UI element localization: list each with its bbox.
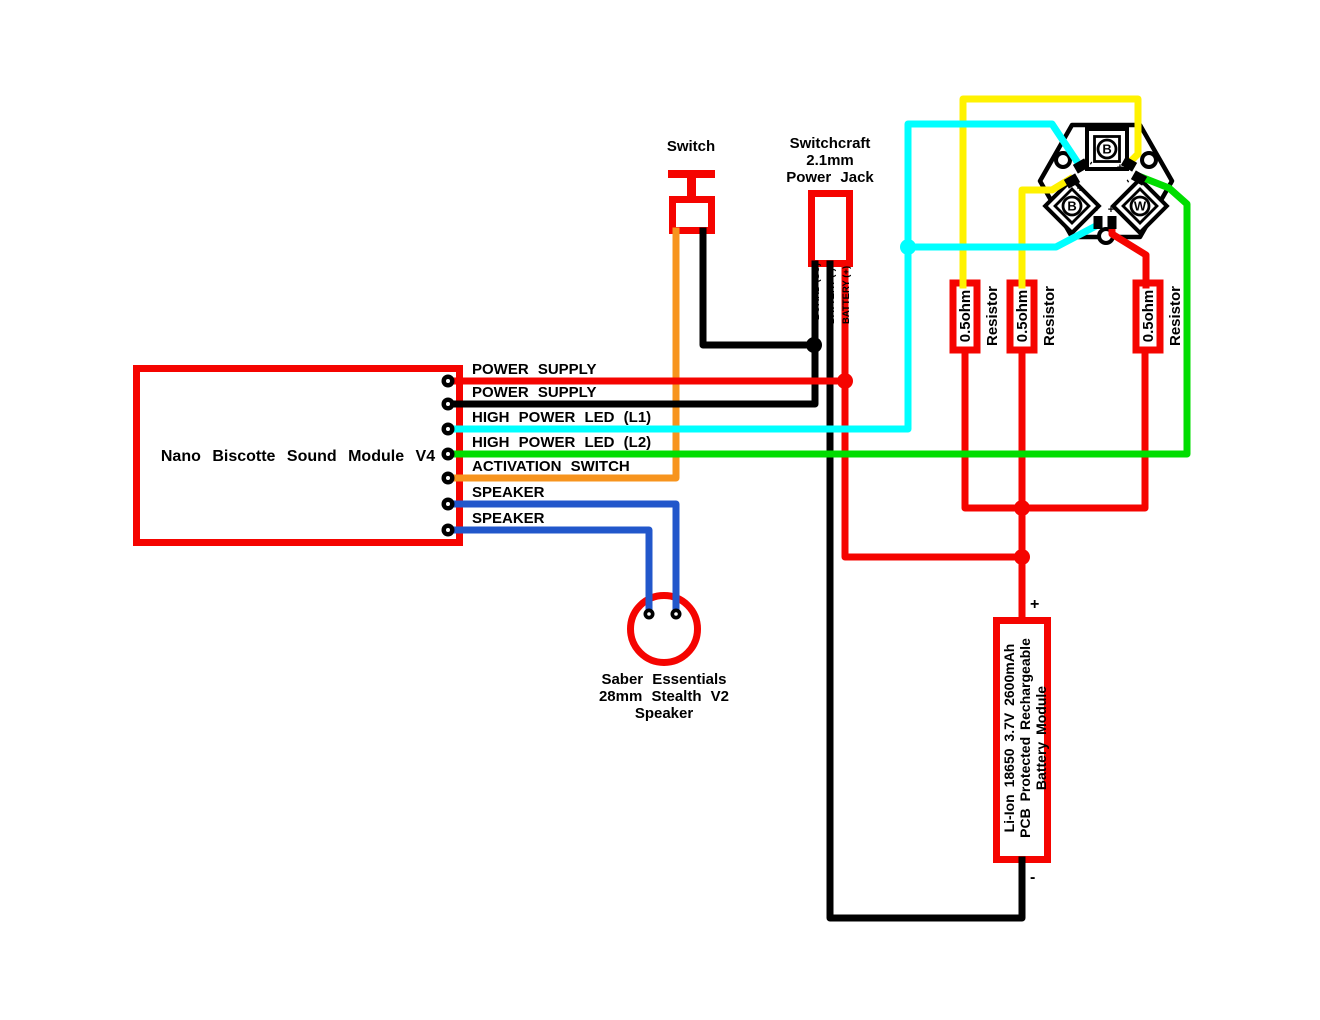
pin-label-speaker-2: SPEAKER [472,510,545,527]
wire-led-positive-yellow-2 [1018,174,1075,289]
jack-pin-board-sc: BOARD (SC) [811,263,822,320]
sound-module-pins [441,374,455,537]
speaker-body [627,592,701,666]
module-pin [441,523,455,537]
switch-button-stem [687,176,696,198]
pad-bottom-right [1107,216,1117,229]
module-pin [441,397,455,411]
led-bottom-left-letter: B [1067,199,1076,214]
sound-module-box [133,365,463,546]
battery-minus-mark: - [1030,869,1035,886]
pad-left-lower [1063,173,1081,189]
wire-led-l1-cyan [447,120,1083,433]
resistor-labels: 0.5ohm Resistor 0.5ohm Resistor 0.5ohm R… [957,286,1184,346]
led-bottom-left-blue: B [1042,176,1102,236]
pad-bottom-left [1093,216,1103,229]
led-bottom-right-white: W [1110,176,1170,236]
mark-left-upper-minus: - [1085,158,1097,167]
wire-led-l2-green [447,172,1191,458]
mark-bottom-right-plus: + [1108,204,1114,216]
led-bottom-right-letter: W [1134,199,1147,214]
led-star-pads: - + + - - + [1063,156,1148,229]
junction-battery-positive [1014,549,1030,565]
speaker-label-line2: 28mm Stealth V2 [599,688,729,705]
speaker-pin [670,608,682,620]
mark-left-lower-plus: + [1077,183,1083,195]
battery-label-line3: Battery Module [1033,686,1049,790]
resistor-2-label: Resistor [1041,286,1058,346]
resistor-3-label: Resistor [1167,286,1184,346]
module-pin [441,471,455,485]
resistor-3-value: 0.5ohm [1140,290,1157,343]
battery-labels: Li-Ion 18650 3.7V 2600mAh PCB Protected … [1001,596,1049,886]
wire-speaker-blue-2 [447,526,653,615]
mark-bottom-left-minus: - [1094,204,1098,216]
module-pin [441,422,455,436]
power-jack-body [808,190,853,267]
wire-speaker-blue-1 [447,500,680,615]
pin-label-activation-switch: ACTIVATION SWITCH [472,458,630,475]
wire-led-positive-yellow-1 [959,95,1142,289]
mark-right-lower-minus: - [1122,176,1134,185]
pad-right-lower [1130,170,1148,186]
pad-right-upper [1120,156,1138,172]
wire-activation-switch-orange [447,227,680,482]
speaker-labels: Saber Essentials 28mm Stealth V2 Speaker [599,671,729,722]
jack-pin-battery-neg: BATTERY (-) [826,268,837,324]
battery-plus-mark: + [1030,596,1039,613]
wire-battery-positive-red [841,260,1026,561]
junction-switch-board [806,337,822,353]
power-jack: Switchcraft 2.1mm Power Jack [786,135,874,267]
mark-right-upper-plus: + [1117,162,1123,174]
pad-left-upper [1072,158,1090,174]
resistor-1-label: Resistor [984,286,1001,346]
junction-power-supply-red [837,373,853,389]
pin-label-speaker-1: SPEAKER [472,484,545,501]
wire-power-supply-black [447,260,819,408]
power-jack-label-line3: Power Jack [786,169,874,186]
sound-module: Nano Biscotte Sound Module V4 [133,365,463,546]
mounting-hole-upper-right [1140,151,1158,169]
wire-resistor-common-red [961,346,1149,512]
switch-button-bar [668,170,715,178]
wire-battery-negative-black [826,260,1026,922]
led-top-blue: B [1085,127,1129,171]
switch-body [669,196,715,234]
resistor-2-value: 0.5ohm [1014,290,1031,343]
power-jack-label-line2: 2.1mm [806,152,854,169]
speaker-pin [643,608,655,620]
module-pin [441,374,455,388]
pin-label-power-supply-1: POWER SUPPLY [472,361,596,378]
module-pin-labels: POWER SUPPLY POWER SUPPLY HIGH POWER LED… [472,361,651,527]
module-pin [441,447,455,461]
pin-label-led-l1: HIGH POWER LED (L1) [472,409,651,426]
mounting-hole-upper-left [1054,151,1072,169]
activation-switch: Switch [667,138,715,234]
pin-label-power-supply-2: POWER SUPPLY [472,384,596,401]
pin-label-led-l2: HIGH POWER LED (L2) [472,434,651,451]
power-jack-label-line1: Switchcraft [790,135,871,152]
wire-led-l1-cyan-branch [904,222,1099,251]
speaker-pins [643,608,682,620]
junction-cyan-branch [900,239,916,255]
switch-label: Switch [667,138,715,155]
sound-module-label: Nano Biscotte Sound Module V4 [161,448,435,465]
speaker-label-line3: Speaker [635,705,694,722]
led-top-letter: B [1102,142,1111,157]
junction-resistor-bus [1014,500,1030,516]
battery-label-line1: Li-Ion 18650 3.7V 2600mAh [1001,644,1017,833]
resistor-1-value: 0.5ohm [957,290,974,343]
speaker-label-line1: Saber Essentials [601,671,726,688]
battery-label-line2: PCB Protected Rechargeable [1017,638,1033,838]
power-jack-pin-labels: BOARD (SC) BATTERY (-) BATTERY (+) [811,263,852,324]
wire-switch-black [699,227,817,349]
module-pin [441,497,455,511]
jack-pin-battery-pos: BATTERY (+) [841,266,852,324]
